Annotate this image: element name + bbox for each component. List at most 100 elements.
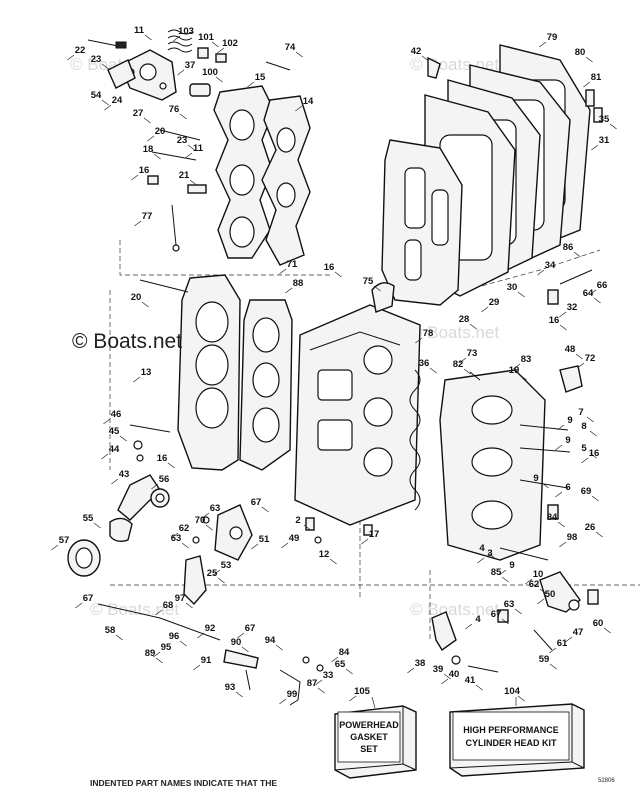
callout-34: 34: [545, 260, 556, 271]
small-fittings-lower: [305, 517, 373, 544]
kit-box-powerhead-gasket-set[interactable]: POWERHEAD GASKET SET: [334, 705, 417, 779]
callout-93: 93: [225, 682, 236, 693]
callout-leader-89: [155, 657, 163, 664]
callout-63: 63: [504, 599, 515, 610]
callout-leader-39: [443, 673, 451, 680]
callout-leader-13: [133, 376, 141, 383]
callout-leader-104: [517, 695, 525, 702]
callout-leader-22: [67, 54, 75, 61]
callout-37: 37: [185, 60, 196, 71]
callout-leader-93: [235, 691, 243, 698]
callout-36: 36: [419, 358, 430, 369]
callout-77: 77: [142, 211, 153, 222]
callout-67: 67: [251, 497, 262, 508]
callout-19: 19: [509, 365, 520, 376]
callout-73: 73: [467, 348, 478, 359]
callout-44: 44: [109, 444, 120, 455]
callout-35: 35: [599, 114, 610, 125]
callout-leader-9: [499, 569, 507, 576]
callout-leader-84: [331, 656, 339, 663]
callout-leader-67: [261, 506, 269, 513]
callout-leader-100: [215, 76, 223, 83]
callout-16: 16: [157, 453, 168, 464]
callout-leader-60: [603, 627, 611, 634]
callout-13: 13: [141, 367, 152, 378]
callout-leader-5: [589, 452, 597, 459]
callout-leader-54: [101, 99, 109, 106]
callout-60: 60: [593, 618, 604, 629]
callout-76: 76: [169, 104, 180, 115]
callout-46: 46: [111, 409, 122, 420]
callout-17: 17: [369, 529, 380, 540]
callout-97: 97: [175, 593, 186, 604]
callout-leader-84: [557, 521, 565, 528]
small-hardware-left: [147, 129, 207, 252]
callout-leader-41: [475, 684, 483, 691]
callout-leader-4: [465, 623, 473, 630]
callout-leader-75: [373, 285, 381, 292]
callout-92: 92: [205, 623, 216, 634]
callout-86: 86: [563, 242, 574, 253]
callout-leader-67: [501, 618, 509, 625]
callout-33: 33: [323, 670, 334, 681]
callout-leader-17: [361, 538, 369, 545]
callout-38: 38: [415, 658, 426, 669]
callout-29: 29: [489, 297, 500, 308]
callout-leader-67: [237, 632, 245, 639]
callout-leader-26: [595, 531, 603, 538]
callout-leader-101: [211, 41, 219, 48]
callout-87: 87: [307, 678, 318, 689]
callout-58: 58: [105, 625, 116, 636]
callout-leader-45: [119, 435, 127, 442]
callout-leader-56: [151, 483, 159, 490]
callout-74: 74: [285, 42, 296, 53]
callout-leader-83: [513, 363, 521, 370]
callout-leader-86: [573, 251, 581, 258]
callout-50: 50: [545, 589, 556, 600]
callout-leader-16: [559, 324, 567, 331]
callout-leader-20: [141, 301, 149, 308]
callout-25: 25: [207, 568, 218, 579]
cylinder-head: [177, 274, 241, 471]
callout-leader-94: [275, 644, 283, 651]
callout-100: 100: [202, 67, 218, 78]
callout-47: 47: [573, 627, 584, 638]
callout-leader-61: [549, 647, 557, 654]
callout-67: 67: [83, 593, 94, 604]
callout-leader-85: [501, 576, 509, 583]
callout-67: 67: [245, 623, 256, 634]
callout-61: 61: [557, 638, 568, 649]
callout-leader-16: [167, 462, 175, 469]
callout-102: 102: [222, 38, 238, 49]
callout-15: 15: [255, 72, 266, 83]
callout-64: 64: [583, 288, 594, 299]
callout-leader-14: [295, 105, 303, 112]
callout-4: 4: [475, 614, 481, 625]
callout-70: 70: [195, 515, 206, 526]
callout-leader-47: [565, 636, 573, 643]
callout-leader-65: [345, 668, 353, 675]
callout-7: 7: [578, 407, 583, 418]
callout-27: 27: [133, 108, 144, 119]
callout-leader-43: [111, 478, 119, 485]
callout-leader-18: [153, 153, 161, 160]
callout-leader-34: [537, 269, 545, 276]
exhaust-gasket-front: [381, 139, 463, 306]
callout-leader-68: [155, 609, 163, 616]
kit-105-line-3: SET: [360, 744, 378, 754]
kit-box-high-performance-cylinder-head-kit[interactable]: HIGH PERFORMANCE CYLINDER HEAD KIT: [449, 703, 585, 777]
callout-62: 62: [179, 523, 190, 534]
callout-leader-98: [559, 541, 567, 548]
callout-16: 16: [324, 262, 335, 273]
callout-leader-24: [104, 104, 112, 111]
callout-40: 40: [449, 669, 460, 680]
callout-84: 84: [339, 647, 350, 658]
callout-63: 63: [171, 533, 182, 544]
callout-65: 65: [335, 659, 346, 670]
callout-leader-73: [459, 357, 467, 364]
callout-leader-77: [134, 220, 142, 227]
callout-leader-25: [217, 577, 225, 584]
callout-leader-63: [202, 512, 210, 519]
callout-leader-63: [181, 542, 189, 549]
